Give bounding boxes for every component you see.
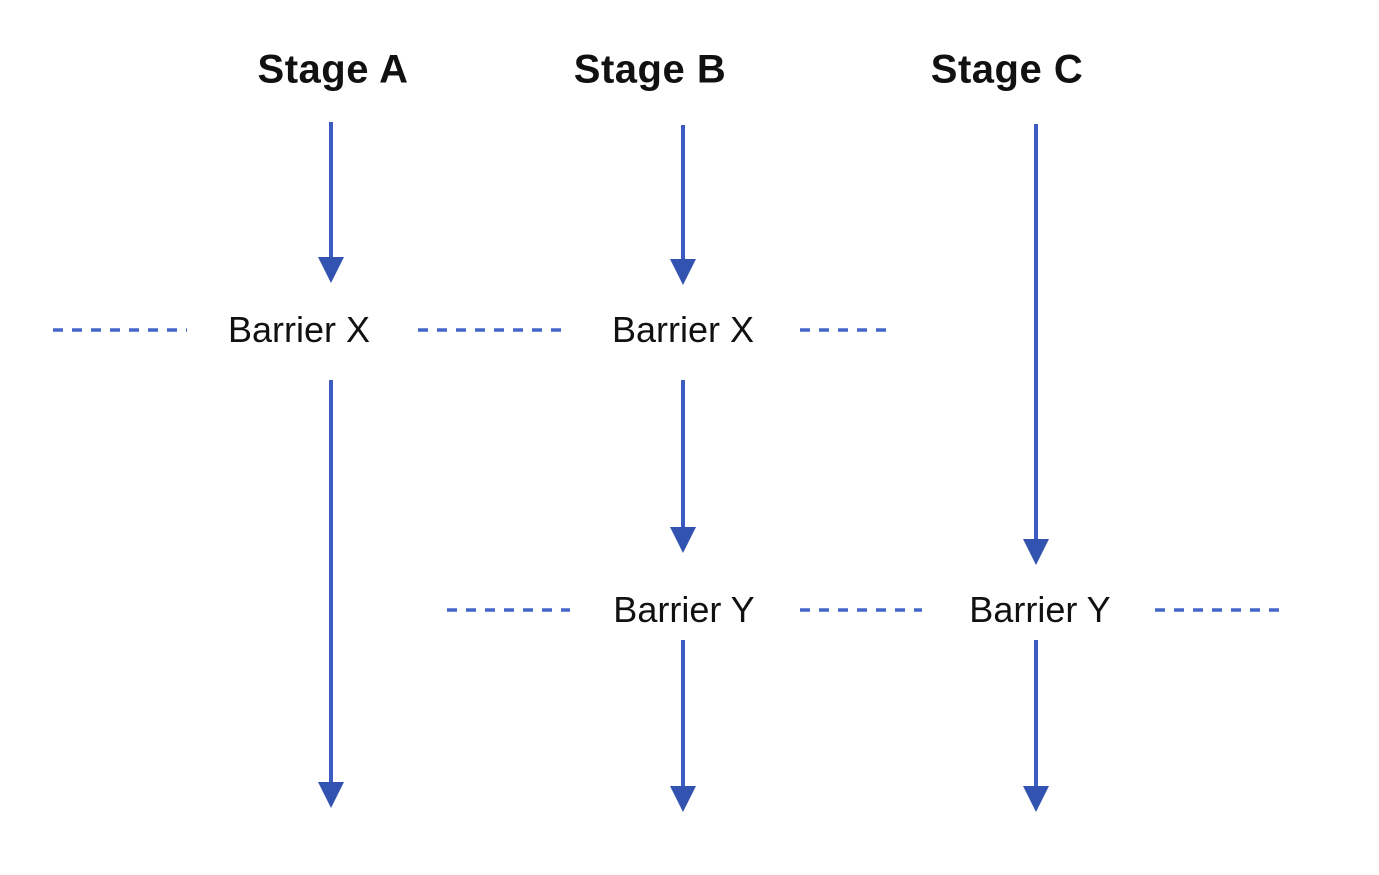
stage-b-arrows (670, 125, 696, 812)
barrier-y-label-stage-b: Barrier Y (613, 589, 755, 630)
stage-b-arrowhead-bottom (670, 786, 696, 812)
barrier-x-label-stage-b: Barrier X (611, 309, 755, 350)
stage-a-header: Stage A (257, 47, 409, 92)
stage-b-header: Stage B (573, 47, 727, 92)
stage-b-arrowhead-top (670, 259, 696, 285)
stage-c-arrows (1023, 124, 1049, 812)
stage-c-arrowhead-bottom (1023, 786, 1049, 812)
barrier-x-label-stage-a: Barrier X (227, 309, 371, 350)
stage-a-arrowhead-bottom (318, 782, 344, 808)
stage-c-header: Stage C (930, 47, 1084, 92)
stage-a-arrows (318, 122, 344, 808)
stage-b-arrowhead-middle (670, 527, 696, 553)
barrier-y-label-stage-c: Barrier Y (969, 589, 1111, 630)
stage-a-arrowhead-top (318, 257, 344, 283)
stage-c-arrowhead-top (1023, 539, 1049, 565)
